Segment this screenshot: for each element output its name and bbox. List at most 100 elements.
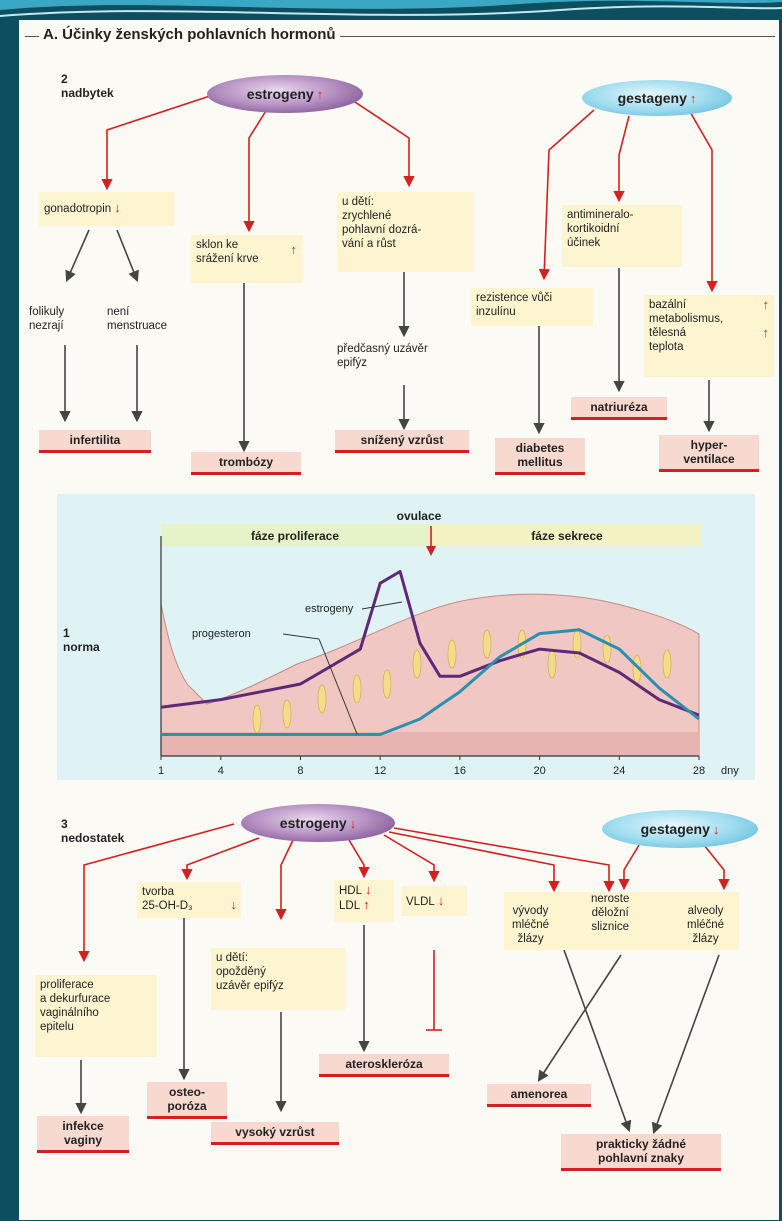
osteoporosis-result: osteo- poróza (147, 1082, 227, 1119)
x-tick-label: 20 (533, 765, 545, 777)
milk-ducts-text: vývody mléčné žlázy (512, 905, 550, 945)
increase-arrow-icon: ↑ (762, 325, 770, 340)
estrogens-label: estrogeny (246, 86, 314, 102)
alveoli-text: alveoly mléčné žlázy (687, 905, 725, 945)
thrombosis-tendency-label: sklon ke srážení krve (196, 239, 259, 265)
leader-progesteron (282, 633, 320, 640)
children-deficit-box: u dětí: opožděný uzávěr epifýz (211, 948, 345, 1010)
gestagens-excess-oval: gestageny↑ (582, 80, 732, 116)
section-number: 2 (61, 72, 68, 86)
atherosclerosis-result: ateroskleróza (319, 1054, 449, 1077)
estrogens-deficit-oval: estrogeny↓ (241, 804, 395, 842)
formation-label: tvorba 25-OH-D₃ (142, 886, 193, 912)
series-line-estrogeny (160, 570, 700, 717)
phase-secretion-label: fáze sekrece (531, 529, 603, 543)
hdl-ldl-box: HDL↓ LDL↑ (334, 880, 394, 922)
endometrium-tissue (160, 593, 700, 757)
gonadotropin-box: gonadotropin↓ (39, 192, 174, 226)
x-tick-label: 8 (297, 765, 303, 777)
gland-4 (382, 669, 392, 699)
gland-6 (447, 639, 457, 669)
decrease-arrow-icon: ↓ (365, 882, 372, 897)
gland-3 (352, 674, 362, 704)
x-tick-label: 24 (613, 765, 625, 777)
section-number: 3 (61, 817, 68, 831)
decrease-arrow-icon: ↓ (230, 897, 238, 912)
reduced-growth-result: snížený vzrůst (335, 430, 469, 453)
increase-arrow-icon: ↑ (689, 90, 697, 106)
x-unit-label: dny (721, 765, 739, 777)
formation-box: tvorba 25-OH-D₃ ↓ (137, 882, 241, 918)
decrease-arrow-icon: ↓ (712, 821, 720, 837)
phase-proliferation-bar (161, 524, 431, 546)
gland-9 (547, 649, 557, 679)
tall-stature-result: vysoký vzrůst (211, 1122, 339, 1145)
endometrium-text: neroste děložní sliznice (591, 893, 630, 933)
vaginal-infection-result: infekce vaginy (37, 1116, 129, 1153)
gland-11 (602, 634, 612, 664)
thrombosis-result: trombózy (191, 452, 301, 475)
increase-arrow-icon: ↑ (316, 86, 324, 102)
increase-arrow-icon: ↑ (363, 897, 370, 912)
decrease-arrow-icon: ↓ (437, 893, 445, 908)
section-normal-label: 1 norma (63, 626, 100, 654)
gestagens-label: gestageny (640, 821, 710, 837)
amenorrhea-result: amenorea (487, 1084, 591, 1107)
diabetes-result: diabetes mellitus (495, 438, 585, 475)
gestagens-label: gestageny (617, 90, 687, 106)
basal-layer (161, 732, 699, 756)
gland-2 (317, 684, 327, 714)
phase-secretion-bar (431, 524, 701, 546)
x-tick-label: 28 (693, 765, 705, 777)
series-line-progesteron (161, 628, 700, 736)
textbook-page: A. Účinky ženských pohlavních hormonů (19, 20, 779, 1220)
series-label-estrogeny: estrogeny (305, 603, 354, 615)
no-sex-signs-result: prakticky žádné pohlavní znaky (561, 1134, 721, 1171)
x-tick-label: 1 (158, 765, 164, 777)
vldl-label: VLDL (406, 896, 435, 908)
leader-progesteron-2 (318, 638, 358, 735)
title-rule (25, 36, 775, 37)
gland-7 (482, 629, 492, 659)
x-tick-label: 12 (374, 765, 386, 777)
ovulation-label: ovulace (397, 509, 442, 523)
proliferation-box: proliferace a dekurfurace vaginálního ep… (35, 975, 157, 1057)
thrombosis-tendency-box: sklon ke srážení krve ↑ (191, 235, 303, 283)
natriuresis-result: natriuréza (571, 397, 667, 420)
x-tick-label: 16 (454, 765, 466, 777)
early-closure-text: předčasný uzávěr epifýz (337, 343, 428, 369)
basal-metabolism-label: bazální metabolismus, tělesná teplota (649, 299, 724, 353)
hdl-label: HDL (339, 885, 363, 897)
section-number: 1 (63, 626, 70, 640)
gland-1 (282, 699, 292, 729)
mammary-box (504, 892, 739, 950)
infertility-result: infertilita (39, 430, 151, 453)
increase-arrow-icon: ↑ (290, 242, 298, 257)
ldl-label: LDL (339, 900, 361, 912)
insulin-resistance-box: rezistence vůči inzulínu (471, 288, 593, 326)
follicles-text: folikuly nezrají (29, 306, 65, 332)
hyperventilation-result: hyper- ventilace (659, 435, 759, 472)
gland-13 (662, 649, 672, 679)
decrease-arrow-icon: ↓ (349, 815, 357, 831)
gland-0 (252, 704, 262, 734)
gestagens-deficit-oval: gestageny↓ (602, 810, 758, 848)
vldl-box: VLDL↓ (401, 886, 467, 916)
phase-proliferation-label: fáze proliferace (251, 529, 339, 543)
section-name: nedostatek (61, 831, 125, 845)
no-menstruation-text: není menstruace (107, 306, 168, 332)
figure-title: A. Účinky ženských pohlavních hormonů (39, 26, 340, 43)
section-name: nadbytek (61, 86, 114, 100)
antimineralo-box: antimineralo- kortikoidní účinek (562, 205, 682, 267)
section-deficit-label: 3 nedostatek (61, 817, 124, 845)
leader-estrogeny (361, 601, 403, 610)
ovulation-arrow-icon (426, 546, 436, 556)
estrogens-label: estrogeny (279, 815, 347, 831)
children-excess-box: u dětí: zrychlené pohlavní dozrá- vání a… (337, 192, 473, 272)
estrogens-excess-oval: estrogeny↑ (207, 75, 363, 113)
section-excess-label: 2 nadbytek (61, 72, 114, 100)
